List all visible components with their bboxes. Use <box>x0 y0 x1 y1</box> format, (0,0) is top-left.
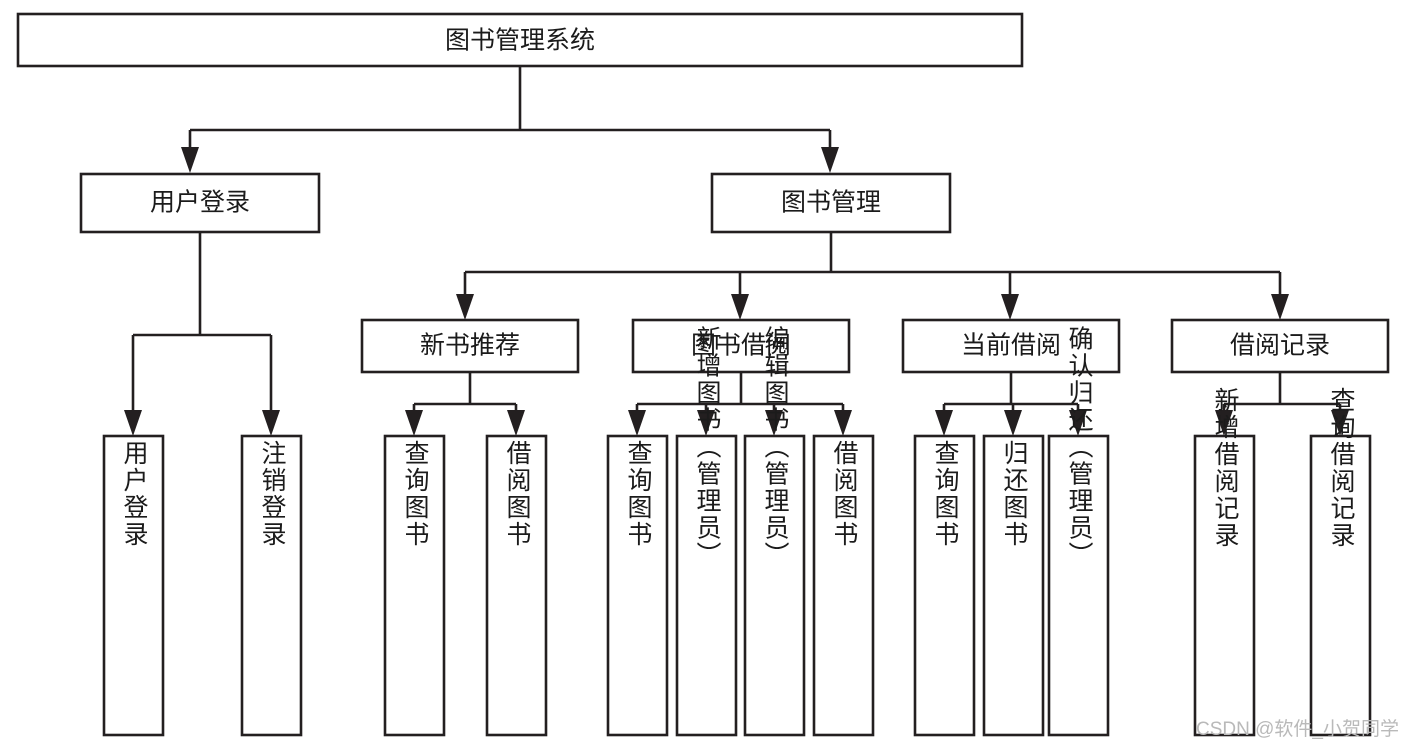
leaf-query-book-1-label: 查询图书 <box>401 440 430 548</box>
leaf-borrow-book-1-label: 借阅图书 <box>503 440 532 548</box>
arrow-head-leaf-query-record <box>1331 410 1349 436</box>
leaf-query-record-box[interactable] <box>1309 434 1372 737</box>
node-leaf-user-login[interactable]: 用户登录 <box>102 434 165 737</box>
book-manage-label: 图书管理 <box>781 189 881 217</box>
arrow-head-leaf-logout-login <box>262 410 280 436</box>
leaf-logout-login-label: 注销登录 <box>258 440 287 548</box>
current-borrow-box[interactable] <box>901 318 1121 374</box>
node-book-borrow[interactable]: 图书借阅 <box>631 318 851 374</box>
arrow-head-user-login <box>181 147 199 173</box>
leaf-user-login-label: 用户登录 <box>120 440 149 548</box>
user-login-label: 用户登录 <box>150 189 250 217</box>
edges-book-manage-to-level2 <box>456 232 1289 320</box>
node-book-manage[interactable]: 图书管理 <box>710 172 952 234</box>
arrow-head-current-borrow <box>1001 294 1019 320</box>
node-leaf-confirm-return[interactable]: 确认归还（管理员） <box>1047 326 1110 737</box>
edges-root-to-level1 <box>181 66 839 173</box>
edges-new-book-recommend-to-leaves <box>405 372 525 436</box>
arrow-head-leaf-query-book-1 <box>405 410 423 436</box>
arrow-head-leaf-query-book-2 <box>628 410 646 436</box>
node-new-book-recommend[interactable]: 新书推荐 <box>360 318 580 374</box>
leaf-query-book-3-box[interactable] <box>913 434 976 737</box>
node-current-borrow[interactable]: 当前借阅 <box>901 318 1121 374</box>
leaf-return-book-box[interactable] <box>982 434 1045 737</box>
leaf-confirm-return-label: 确认归还（管理员） <box>1065 326 1094 569</box>
arrow-head-leaf-add-book <box>697 410 715 436</box>
root-label: 图书管理系统 <box>445 27 595 55</box>
arrow-head-leaf-user-login <box>124 410 142 436</box>
leaf-edit-book-box[interactable] <box>743 434 806 737</box>
leaf-query-book-2-label: 查询图书 <box>624 440 653 548</box>
node-leaf-query-record[interactable]: 查询借阅记录 <box>1309 387 1372 737</box>
node-root[interactable]: 图书管理系统 <box>16 12 1024 68</box>
current-borrow-label: 当前借阅 <box>961 332 1061 360</box>
arrow-head-leaf-return-book <box>1004 410 1022 436</box>
leaf-query-record-label: 查询借阅记录 <box>1327 387 1356 549</box>
leaf-add-record-label: 新增借阅记录 <box>1211 387 1240 549</box>
arrow-head-new-book-recommend <box>456 294 474 320</box>
node-leaf-borrow-book-2[interactable]: 借阅图书 <box>812 434 875 737</box>
leaf-query-book-1-box[interactable] <box>383 434 446 737</box>
arrow-head-leaf-borrow-book-1 <box>507 410 525 436</box>
leaf-add-record-box[interactable] <box>1193 434 1256 737</box>
node-user-login[interactable]: 用户登录 <box>79 172 321 234</box>
new-book-recommend-label: 新书推荐 <box>420 332 520 360</box>
arrow-head-borrow-record <box>1271 294 1289 320</box>
node-borrow-record[interactable]: 借阅记录 <box>1170 318 1390 374</box>
arrow-head-leaf-confirm-return <box>1069 410 1087 436</box>
root-box[interactable] <box>16 12 1024 68</box>
node-leaf-add-book[interactable]: 新增图书（管理员） <box>675 326 738 737</box>
borrow-record-box[interactable] <box>1170 318 1390 374</box>
leaf-return-book-label: 归还图书 <box>1000 440 1029 548</box>
csdn-watermark: CSDN @软件_小贺同学 <box>1196 718 1399 740</box>
arrow-head-leaf-add-record <box>1215 410 1233 436</box>
edges-user-login-to-leaves <box>124 232 280 436</box>
leaf-query-book-2-box[interactable] <box>606 434 669 737</box>
node-leaf-borrow-book-1[interactable]: 借阅图书 <box>485 434 548 737</box>
arrow-head-leaf-borrow-book-2 <box>834 410 852 436</box>
book-borrow-box[interactable] <box>631 318 851 374</box>
edges-borrow-record-to-leaves <box>1215 372 1349 436</box>
node-leaf-edit-book[interactable]: 编辑图书（管理员） <box>743 326 806 737</box>
edges-book-borrow-to-leaves <box>628 372 852 436</box>
new-book-recommend-box[interactable] <box>360 318 580 374</box>
node-leaf-query-book-2[interactable]: 查询图书 <box>606 434 669 737</box>
leaf-add-book-label: 新增图书（管理员） <box>693 326 722 569</box>
node-leaf-query-book-3[interactable]: 查询图书 <box>913 434 976 737</box>
leaf-confirm-return-box[interactable] <box>1047 434 1110 737</box>
edges-current-borrow-to-leaves <box>935 372 1087 436</box>
book-manage-box[interactable] <box>710 172 952 234</box>
leaf-logout-login-box[interactable] <box>240 434 303 737</box>
leaf-user-login-box[interactable] <box>102 434 165 737</box>
node-leaf-add-record[interactable]: 新增借阅记录 <box>1193 387 1256 737</box>
leaf-add-book-box[interactable] <box>675 434 738 737</box>
node-leaf-return-book[interactable]: 归还图书 <box>982 434 1045 737</box>
arrow-head-leaf-query-book-3 <box>935 410 953 436</box>
leaf-edit-book-label: 编辑图书（管理员） <box>761 326 790 569</box>
leaf-borrow-book-2-box[interactable] <box>812 434 875 737</box>
arrow-head-book-borrow <box>731 294 749 320</box>
node-leaf-logout-login[interactable]: 注销登录 <box>240 434 303 737</box>
arrow-head-book-manage <box>821 147 839 173</box>
leaf-query-book-3-label: 查询图书 <box>931 440 960 548</box>
book-borrow-label: 图书借阅 <box>691 332 791 360</box>
borrow-record-label: 借阅记录 <box>1230 332 1330 360</box>
leaf-borrow-book-2-label: 借阅图书 <box>830 440 859 548</box>
arrow-head-leaf-edit-book <box>765 410 783 436</box>
node-leaf-query-book-1[interactable]: 查询图书 <box>383 434 446 737</box>
leaf-borrow-book-1-box[interactable] <box>485 434 548 737</box>
